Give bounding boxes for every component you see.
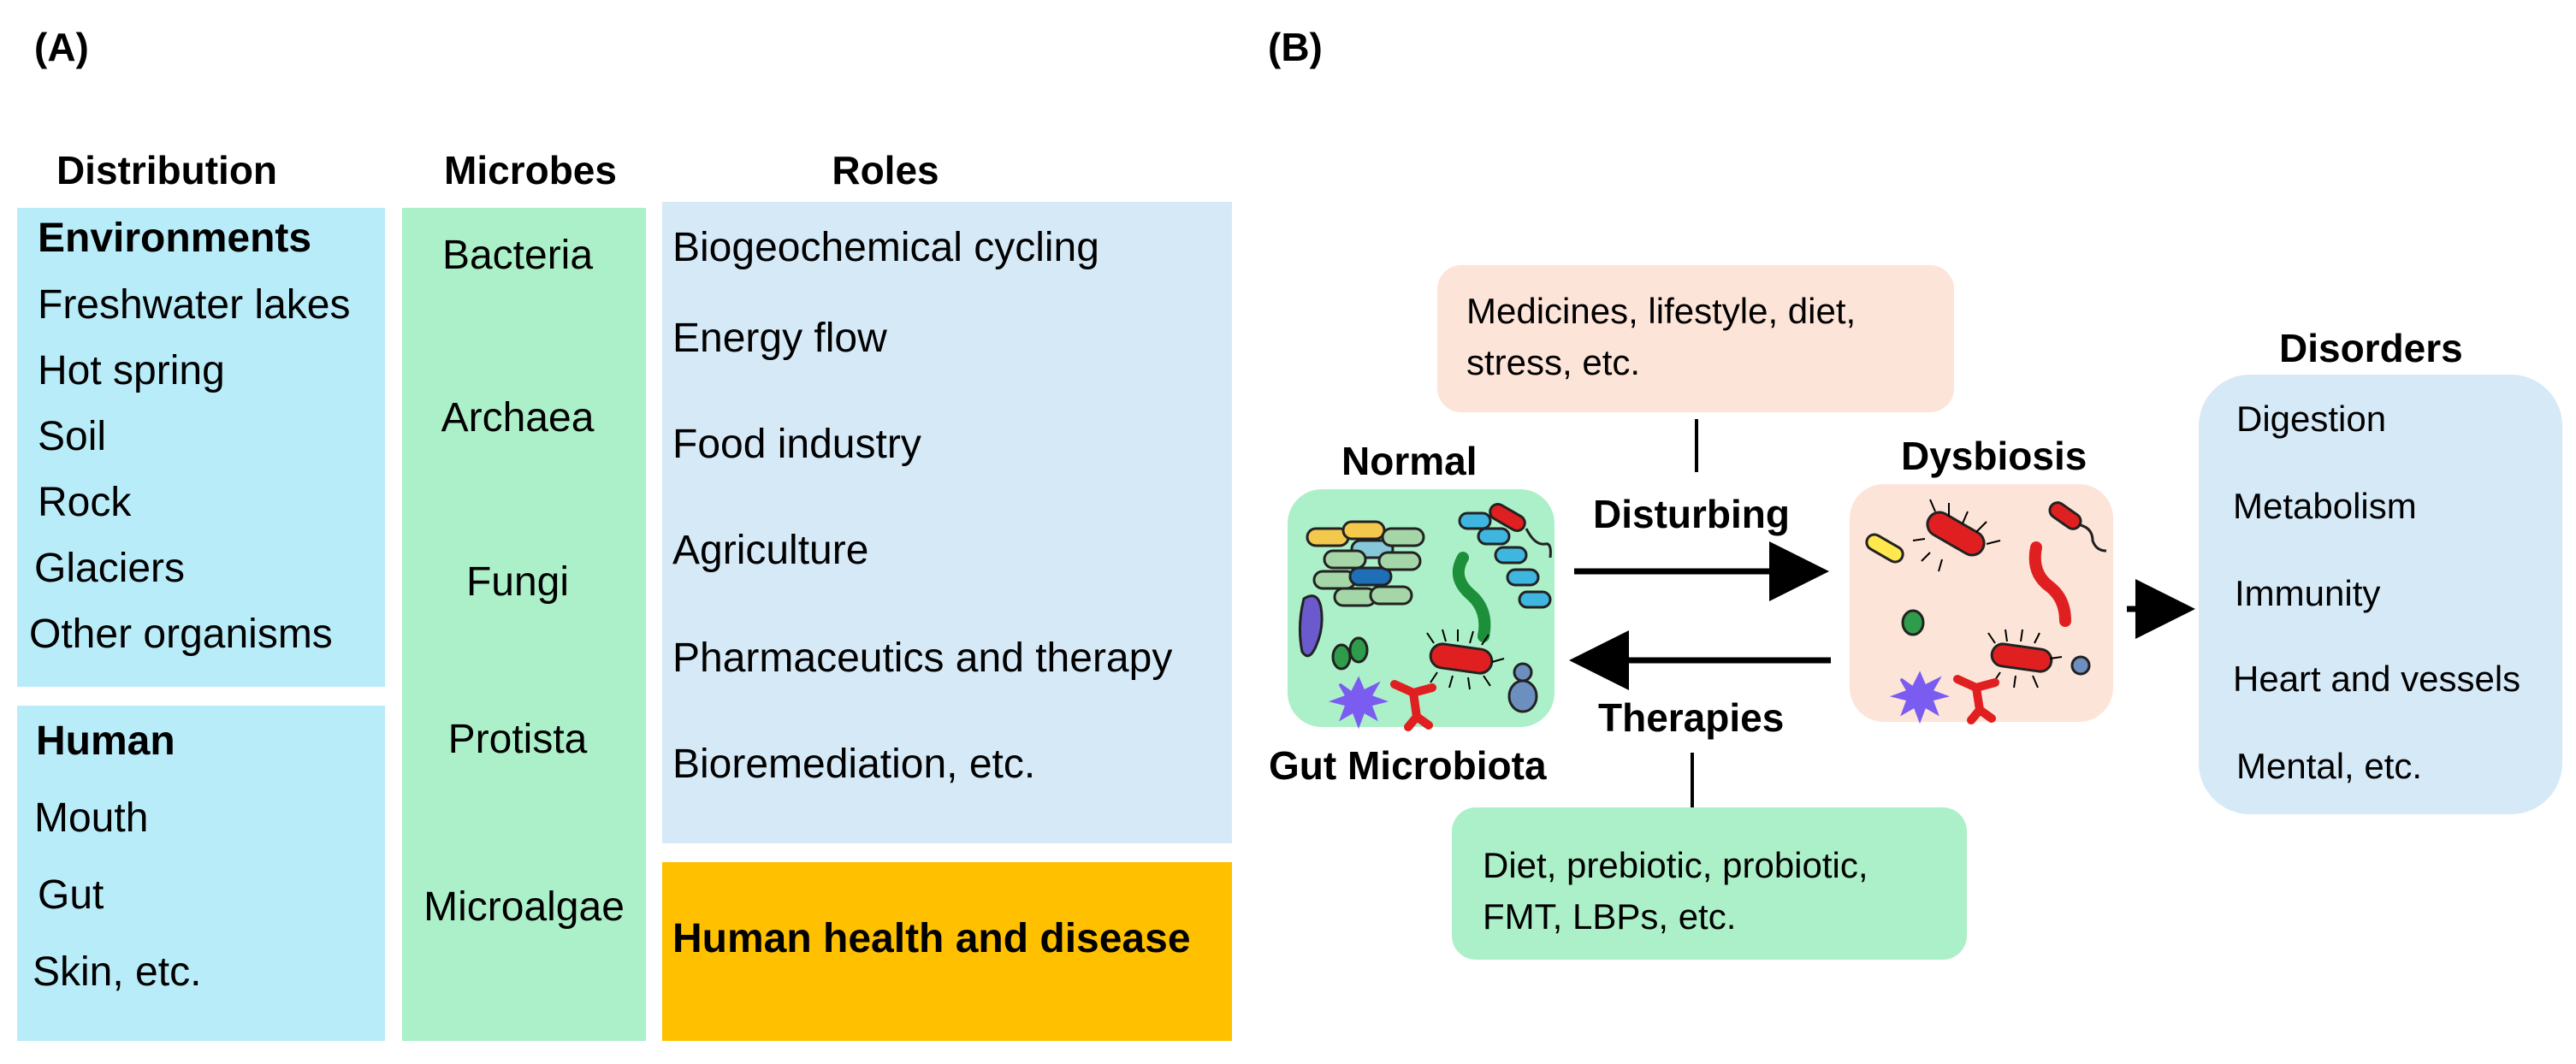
microbe-item: Fungi [465, 559, 570, 605]
role-item: Pharmaceutics and therapy [672, 635, 1173, 681]
therapy-factors-line: FMT, LBPs, etc. [1483, 896, 1737, 937]
human-title: Human [36, 718, 175, 764]
dysbiosis-label: Dysbiosis [1901, 434, 2087, 478]
microbes-header: Microbes [444, 148, 617, 192]
panel-a-label: (A) [34, 25, 89, 69]
microbe-item: Archaea [441, 395, 595, 440]
gut-microbiota-label: Gut Microbiota [1269, 743, 1547, 788]
microbe-item: Microalgae [423, 884, 625, 930]
human-box: Human Mouth Gut Skin, etc. [17, 706, 385, 1041]
human-item: Skin, etc. [33, 949, 202, 995]
environment-item: Soil [38, 414, 107, 459]
environments-title: Environments [38, 216, 312, 261]
role-item: Bioremediation, etc. [672, 742, 1036, 787]
environments-box: Environments Freshwater lakes Hot spring… [17, 208, 385, 687]
microbe-item: Bacteria [441, 233, 594, 278]
role-item: Biogeochemical cycling [672, 225, 1099, 270]
therapy-factors-line: Diet, prebiotic, probiotic, [1483, 845, 1868, 885]
disorders-box: Digestion Metabolism Immunity Heart and … [2199, 375, 2562, 814]
disorder-item: Metabolism [2233, 486, 2417, 526]
therapies-label: Therapies [1598, 695, 1785, 740]
disturb-factors-line: stress, etc. [1466, 342, 1641, 382]
normal-microbes-icon [1298, 503, 1552, 731]
disturb-factors-box: Medicines, lifestyle, diet, stress, etc. [1437, 265, 1954, 412]
roles-header: Roles [832, 148, 939, 192]
disorder-item: Digestion [2236, 399, 2387, 439]
panel-b-label: (B) [1268, 25, 1323, 69]
environment-item: Other organisms [29, 612, 333, 657]
disturbing-label: Disturbing [1593, 492, 1790, 536]
human-health-label: Human health and disease [672, 916, 1191, 961]
human-item: Mouth [34, 795, 149, 841]
environment-item: Freshwater lakes [38, 282, 351, 328]
human-item: Gut [38, 872, 104, 918]
disturb-factors-line: Medicines, lifestyle, diet, [1466, 291, 1856, 331]
disorders-title: Disorders [2279, 326, 2463, 370]
microbe-item: Protista [447, 717, 588, 762]
disorder-item: Mental, etc. [2236, 746, 2423, 786]
disorder-item: Immunity [2235, 573, 2381, 613]
human-health-box: Human health and disease [662, 862, 1232, 1041]
therapy-factors-box: Diet, prebiotic, probiotic, FMT, LBPs, e… [1452, 807, 1967, 960]
role-item: Agriculture [672, 528, 869, 573]
environment-item: Hot spring [38, 348, 225, 393]
dysbiosis-microbes-icon [1865, 499, 2107, 724]
role-item: Food industry [672, 422, 921, 467]
disorder-item: Heart and vessels [2233, 659, 2521, 699]
role-item: Energy flow [672, 316, 887, 361]
normal-label: Normal [1341, 439, 1477, 483]
microbes-box: Bacteria Archaea Fungi Protista Microalg… [402, 208, 646, 1041]
environment-item: Rock [38, 480, 132, 525]
environment-item: Glaciers [34, 546, 186, 591]
roles-box: Biogeochemical cycling Energy flow Food … [662, 202, 1232, 843]
distribution-header: Distribution [56, 148, 278, 192]
